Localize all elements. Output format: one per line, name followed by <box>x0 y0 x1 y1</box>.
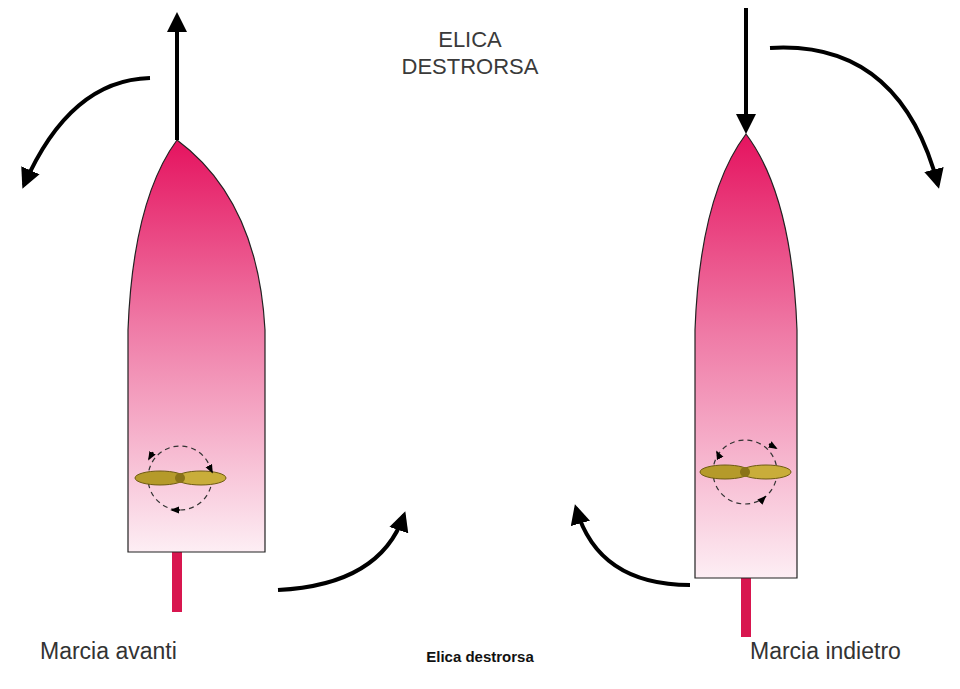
mode-label: Marcia avanti <box>38 638 179 665</box>
propeller <box>700 440 791 504</box>
boat-forward <box>24 16 404 612</box>
rudder <box>172 550 182 612</box>
rudder <box>741 575 751 637</box>
bow-turn-arrow <box>770 48 938 185</box>
motion-arrow <box>175 16 179 140</box>
motion-arrow <box>744 8 748 130</box>
stern-turn-arrow <box>278 515 404 590</box>
mode-label: Marcia indietro <box>748 638 903 665</box>
propeller <box>135 446 226 510</box>
figure-caption: Elica destrorsa <box>380 648 580 665</box>
bow-turn-arrow <box>24 78 150 185</box>
diagram-title: ELICA DESTRORSA <box>395 26 545 80</box>
stern-turn-arrow <box>576 508 690 585</box>
boat-reverse <box>576 8 938 637</box>
hull <box>695 134 797 578</box>
hull <box>128 140 265 552</box>
